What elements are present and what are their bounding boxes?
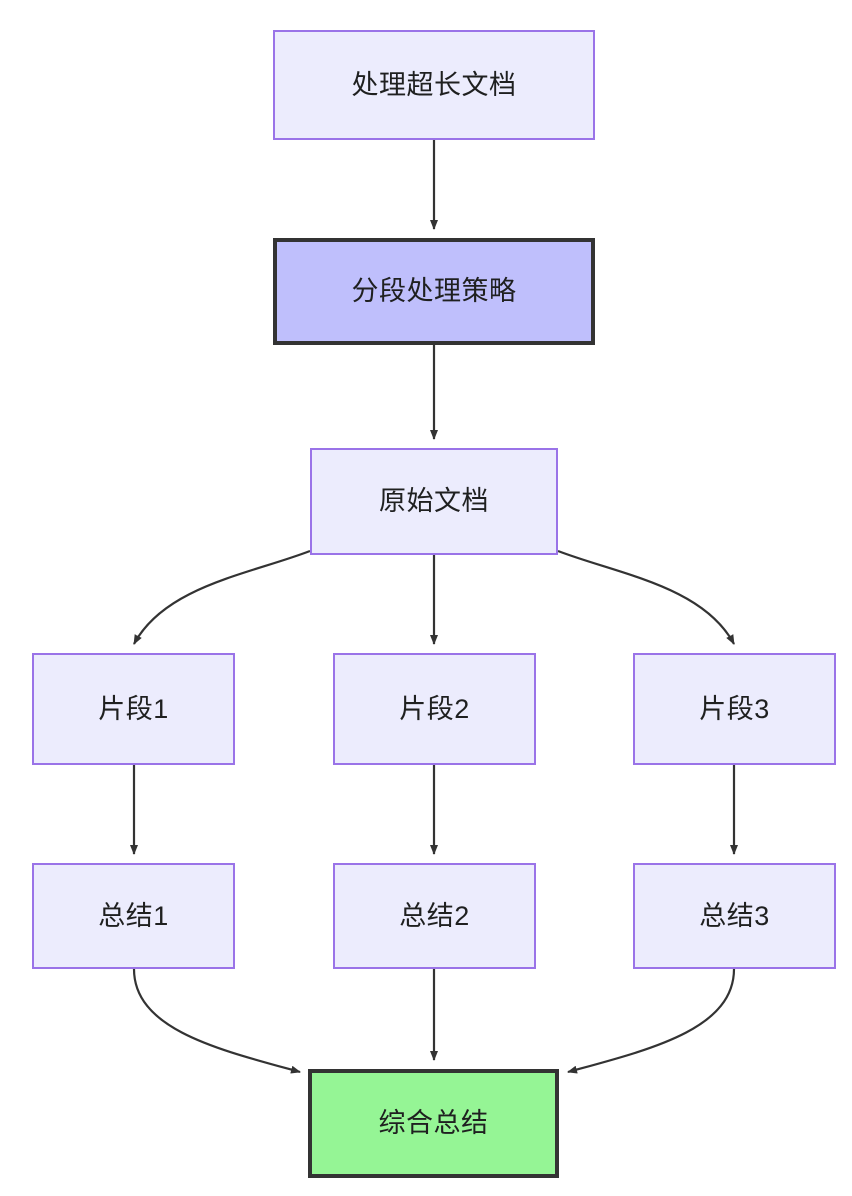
node-summary-3[interactable]: 总结3 — [633, 863, 836, 969]
edge-source-to-chunk1 — [133, 549, 311, 645]
node-chunk-2-label: 片段2 — [399, 693, 470, 724]
edge-summary3-to-final — [567, 968, 736, 1074]
node-final-summary[interactable]: 综合总结 — [308, 1069, 559, 1178]
edge-source-to-chunk3 — [557, 549, 735, 645]
edge-summary1-to-final — [132, 968, 301, 1074]
node-strategy-label: 分段处理策略 — [351, 276, 517, 307]
node-summary-1[interactable]: 总结1 — [32, 863, 235, 969]
node-root[interactable]: 处理超长文档 — [273, 30, 595, 140]
node-root-label: 处理超长文档 — [351, 69, 517, 100]
node-chunk-2[interactable]: 片段2 — [333, 653, 536, 765]
node-summary-1-label: 总结1 — [98, 900, 169, 931]
node-chunk-3[interactable]: 片段3 — [633, 653, 836, 765]
node-source-document[interactable]: 原始文档 — [310, 448, 558, 555]
node-source-document-label: 原始文档 — [379, 486, 489, 517]
node-summary-2[interactable]: 总结2 — [333, 863, 536, 969]
node-final-summary-label: 综合总结 — [378, 1108, 489, 1139]
node-chunk-1-label: 片段1 — [98, 693, 169, 724]
node-strategy[interactable]: 分段处理策略 — [273, 238, 595, 345]
node-chunk-1[interactable]: 片段1 — [32, 653, 235, 765]
node-chunk-3-label: 片段3 — [699, 693, 770, 724]
node-summary-2-label: 总结2 — [399, 900, 470, 931]
node-summary-3-label: 总结3 — [699, 900, 770, 931]
